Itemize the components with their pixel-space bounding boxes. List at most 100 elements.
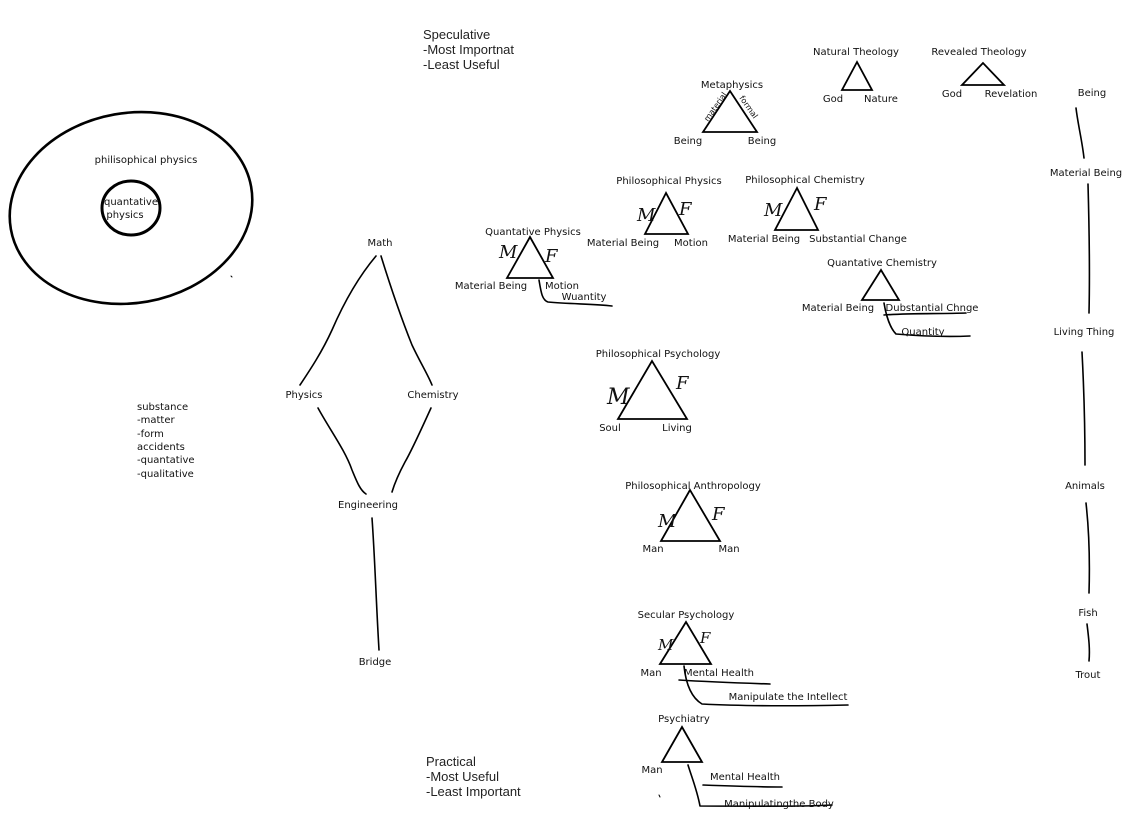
phil-chemistry-m: M bbox=[763, 200, 783, 221]
substance-line: accidents bbox=[137, 442, 185, 453]
revealed-theology-left: God bbox=[942, 89, 962, 100]
chain-node: Living Thing bbox=[1054, 327, 1115, 338]
secular-psychology-underline bbox=[678, 679, 771, 685]
chain-node: Fish bbox=[1078, 608, 1097, 619]
phil-psychology-group: Philosophical Psychology M F Soul Living bbox=[596, 349, 721, 434]
science-hierarchy: Math Physics Chemistry Engineering Bridg… bbox=[286, 238, 459, 668]
natural-theology-group: Natural Theology God Nature bbox=[813, 47, 899, 105]
phil-physics-f: F bbox=[678, 199, 693, 220]
secular-psychology-right: Mental Health bbox=[684, 668, 754, 679]
quant-chemistry-title: Quantative Chemistry bbox=[827, 258, 937, 269]
practical-line-1: -Most Useful bbox=[426, 769, 499, 784]
phil-chemistry-left: Material Being bbox=[728, 234, 800, 245]
practical-line-2: -Least Important bbox=[426, 784, 521, 799]
substance-line: -quantative bbox=[137, 455, 195, 466]
quant-physics-triangle bbox=[505, 235, 555, 279]
phil-anthropology-left: Man bbox=[642, 544, 663, 555]
chain-node: Being bbox=[1078, 88, 1106, 99]
psychiatry-group: Psychiatry Man Mental Health Manipulatin… bbox=[641, 714, 833, 810]
psychiatry-bracket bbox=[687, 764, 833, 808]
speculative-line-1: -Most Importnat bbox=[423, 42, 514, 57]
secular-psychology-f: F bbox=[699, 629, 711, 647]
inner-oval-label-1: quantative bbox=[104, 197, 158, 208]
quant-chemistry-extra: Quantity bbox=[901, 327, 944, 338]
speculative-note: Speculative -Most Importnat -Least Usefu… bbox=[423, 27, 514, 72]
secular-psychology-title: Secular Psychology bbox=[638, 610, 735, 621]
metaphysics-side-left: material bbox=[702, 91, 729, 124]
phil-psychology-left: Soul bbox=[599, 423, 621, 434]
edge-physics-engineering bbox=[317, 407, 367, 495]
physics-oval-diagram: philisophical physics quantative physics bbox=[8, 110, 254, 306]
phil-physics-right: Motion bbox=[674, 238, 708, 249]
metaphysics-right: Being bbox=[748, 136, 776, 147]
phil-anthropology-right: Man bbox=[718, 544, 739, 555]
node-math: Math bbox=[367, 238, 392, 249]
edge-engineering-bridge bbox=[371, 517, 380, 651]
substance-line: -form bbox=[137, 429, 164, 440]
natural-theology-right: Nature bbox=[864, 94, 898, 105]
secular-psychology-triangle bbox=[658, 620, 713, 665]
chain-edge bbox=[1075, 107, 1085, 159]
quant-physics-bracket bbox=[538, 279, 613, 307]
phil-chemistry-right: Substantial Change bbox=[809, 234, 907, 245]
chain-node: Trout bbox=[1075, 670, 1101, 681]
quant-chemistry-triangle bbox=[860, 268, 901, 301]
psychiatry-right: Mental Health bbox=[710, 772, 780, 783]
inner-oval-label-2: physics bbox=[106, 210, 143, 221]
metaphysics-title: Metaphysics bbox=[701, 80, 763, 91]
edge-math-chemistry bbox=[380, 255, 433, 386]
substance-list: substance -matter -form accidents -quant… bbox=[137, 402, 195, 480]
quant-physics-m: M bbox=[498, 242, 518, 263]
phil-anthropology-f: F bbox=[711, 504, 726, 525]
metaphysics-left: Being bbox=[674, 136, 702, 147]
chain-edge bbox=[1086, 623, 1091, 662]
phil-psychology-right: Living bbox=[662, 423, 692, 434]
phil-anthropology-m: M bbox=[657, 511, 677, 532]
chain-edge bbox=[1085, 502, 1091, 594]
metaphysics-triangle-group: Metaphysics Being Being material formal bbox=[674, 80, 776, 147]
phil-anthropology-triangle bbox=[659, 488, 722, 542]
psychiatry-triangle bbox=[660, 725, 704, 763]
metaphysics-triangle bbox=[701, 89, 759, 133]
secular-psychology-bracket bbox=[683, 665, 849, 707]
natural-theology-triangle bbox=[840, 60, 874, 91]
substance-line: substance bbox=[137, 402, 188, 413]
substance-line: -matter bbox=[137, 415, 175, 426]
revealed-theology-triangle bbox=[959, 61, 1007, 86]
quant-chemistry-left: Material Being bbox=[802, 303, 874, 314]
quant-physics-extra: Wuantity bbox=[562, 292, 607, 303]
phil-physics-triangle bbox=[643, 191, 690, 235]
psychiatry-underline bbox=[702, 784, 783, 788]
being-chain: Being Material Being Living Thing Animal… bbox=[1050, 88, 1122, 681]
edge-math-physics bbox=[299, 255, 377, 386]
chain-node: Animals bbox=[1065, 481, 1105, 492]
revealed-theology-right: Revelation bbox=[985, 89, 1038, 100]
revealed-theology-title: Revealed Theology bbox=[931, 47, 1026, 58]
revealed-theology-group: Revealed Theology God Revelation bbox=[931, 47, 1037, 100]
phil-psychology-f: F bbox=[675, 373, 690, 394]
speculative-line-2: -Least Useful bbox=[423, 57, 500, 72]
phil-physics-left: Material Being bbox=[587, 238, 659, 249]
outer-oval-label: philisophical physics bbox=[95, 155, 198, 166]
phil-physics-title: Philosophical Physics bbox=[616, 176, 721, 187]
phil-psychology-triangle bbox=[616, 359, 689, 420]
quant-chemistry-underline bbox=[883, 312, 967, 316]
substance-line: -qualitative bbox=[137, 469, 194, 480]
psychiatry-left: Man bbox=[641, 765, 662, 776]
stray-mark bbox=[658, 794, 661, 798]
outer-oval bbox=[8, 110, 254, 306]
phil-psychology-title: Philosophical Psychology bbox=[596, 349, 721, 360]
natural-theology-title: Natural Theology bbox=[813, 47, 899, 58]
phil-anthropology-title: Philosophical Anthropology bbox=[625, 481, 761, 492]
phil-anthropology-group: Philosophical Anthropology M F Man Man bbox=[625, 481, 761, 555]
speculative-title: Speculative bbox=[423, 27, 490, 42]
node-physics: Physics bbox=[286, 390, 323, 401]
node-bridge: Bridge bbox=[359, 657, 392, 668]
stray-mark bbox=[230, 275, 233, 278]
phil-chemistry-f: F bbox=[813, 194, 828, 215]
node-engineering: Engineering bbox=[338, 500, 398, 511]
phil-psychology-m: M bbox=[606, 385, 630, 410]
secular-psychology-extra: Manipulate the Intellect bbox=[729, 692, 848, 703]
node-chemistry: Chemistry bbox=[407, 390, 458, 401]
